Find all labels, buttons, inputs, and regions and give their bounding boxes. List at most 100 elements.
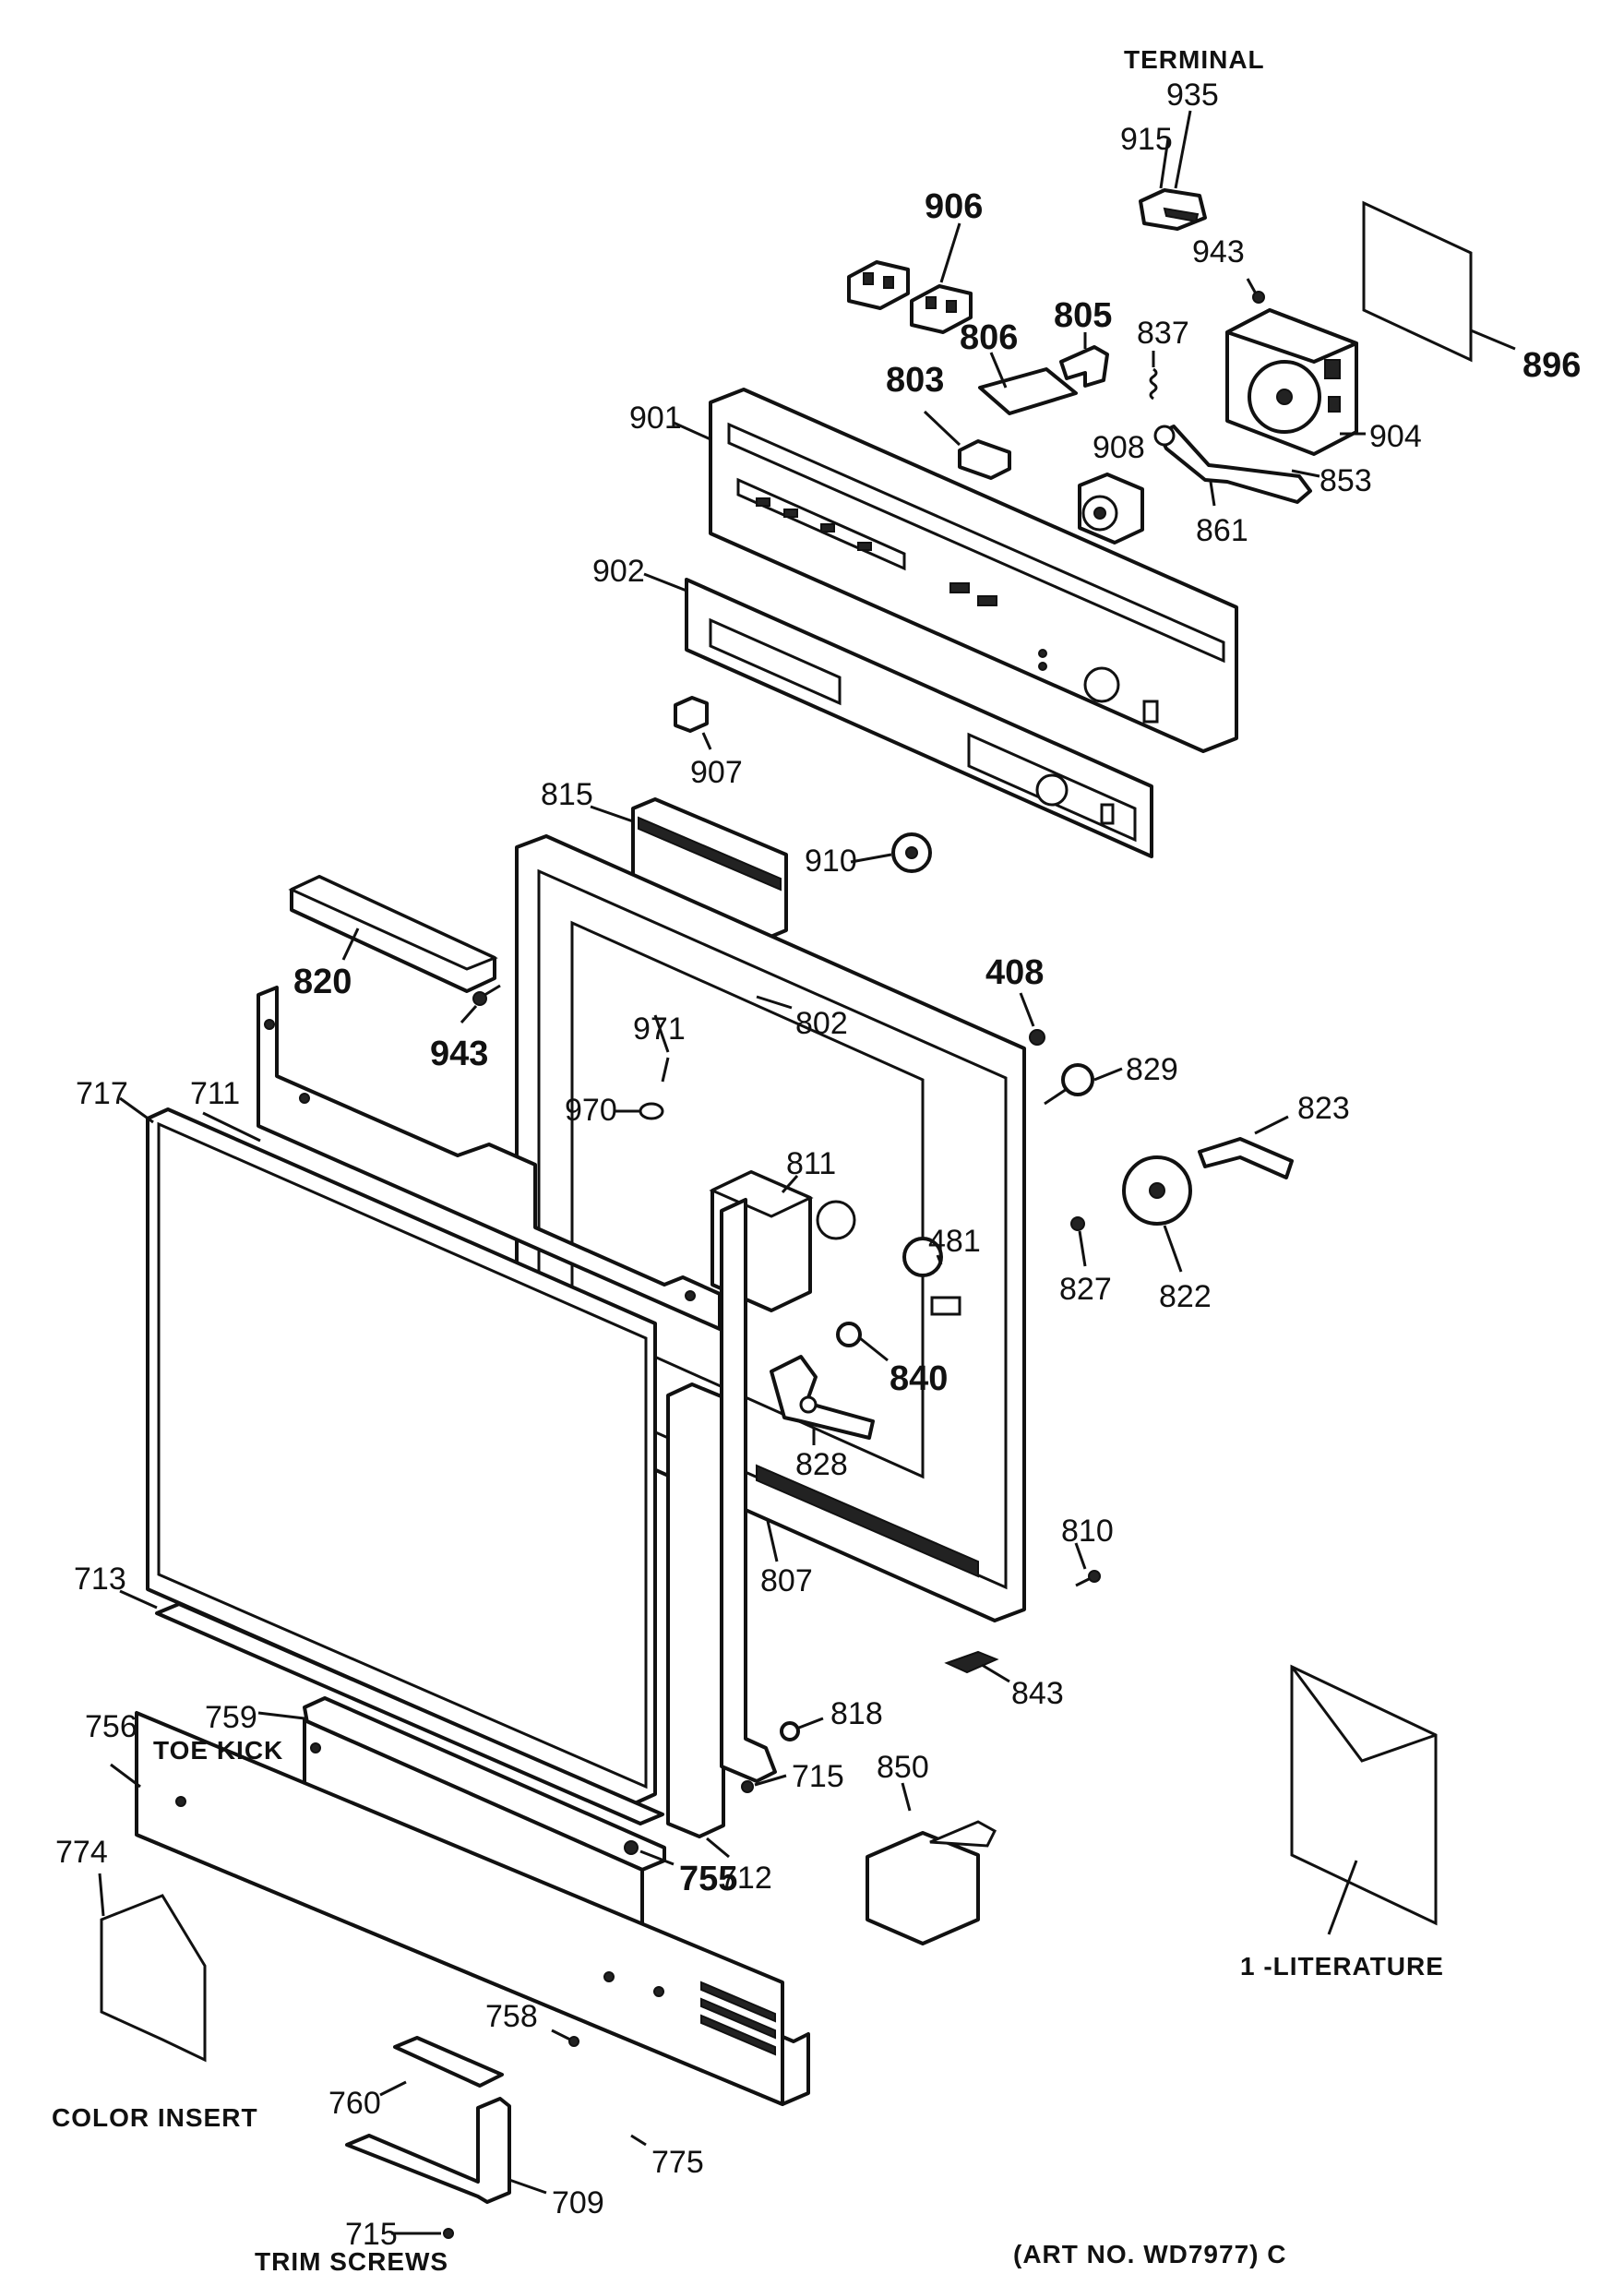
screw-827 xyxy=(1070,1216,1085,1231)
label-896: 896 xyxy=(1522,346,1581,385)
literature-envelope xyxy=(1290,1664,1438,1926)
label-837: 837 xyxy=(1137,316,1189,351)
leader-803 xyxy=(923,410,961,447)
screw-810 xyxy=(1075,1570,1101,1587)
actuator-861 xyxy=(1153,425,1312,504)
screw-943-mid xyxy=(472,984,501,1006)
screw-715a xyxy=(741,1780,754,1793)
leader-827 xyxy=(1078,1230,1087,1267)
label-481: 481 xyxy=(928,1224,981,1259)
leader-820 xyxy=(341,928,360,961)
label-terminal: TERMINAL xyxy=(1124,45,1265,74)
label-915: 915 xyxy=(1120,122,1173,157)
screw-755 xyxy=(624,1840,639,1855)
label-853: 853 xyxy=(1320,463,1372,498)
leader-823 xyxy=(1254,1115,1289,1135)
label-908: 908 xyxy=(1093,430,1145,465)
leader-806 xyxy=(989,352,1008,389)
bracket-805 xyxy=(1059,345,1109,388)
label-805: 805 xyxy=(1054,296,1112,335)
card-896 xyxy=(1362,200,1473,363)
leader-896 xyxy=(1470,329,1516,351)
leader-901 xyxy=(673,421,711,441)
toe-kick-756 xyxy=(135,1711,810,2106)
plate-806 xyxy=(978,367,1078,415)
lever-823 xyxy=(1198,1137,1294,1179)
label-840: 840 xyxy=(890,1359,948,1398)
leader-850 xyxy=(901,1782,912,1812)
bracket-850 xyxy=(866,1820,997,1945)
label-828: 828 xyxy=(795,1447,848,1482)
part-971 xyxy=(661,1057,670,1083)
part-970 xyxy=(639,1102,664,1120)
label-trim-screws: TRIM SCREWS xyxy=(255,2247,448,2274)
part-481 xyxy=(902,1237,961,1316)
leader-713 xyxy=(119,1589,158,1610)
leader-840 xyxy=(859,1336,889,1362)
leader-915 xyxy=(1159,138,1170,189)
label-774: 774 xyxy=(55,1835,108,1870)
leader-902 xyxy=(643,572,687,592)
blower-908 xyxy=(1078,473,1144,545)
timer-904 xyxy=(1225,308,1358,456)
label-827: 827 xyxy=(1059,1272,1112,1307)
leader-910 xyxy=(850,853,892,864)
label-829: 829 xyxy=(1126,1052,1178,1087)
label-810: 810 xyxy=(1061,1514,1114,1549)
label-709: 709 xyxy=(552,2185,604,2220)
screw-943-top xyxy=(1246,278,1265,304)
leader-408 xyxy=(1019,992,1035,1027)
part-818 xyxy=(780,1721,800,1741)
screw-408 xyxy=(1029,1029,1045,1046)
label-906: 906 xyxy=(925,187,983,226)
leader-818 xyxy=(798,1717,824,1729)
label-907: 907 xyxy=(690,755,743,790)
leader-literature xyxy=(1327,1860,1358,1935)
label-943a: 943 xyxy=(1192,234,1245,269)
label-815: 815 xyxy=(541,777,593,812)
leader-853 xyxy=(1291,469,1320,478)
label-807: 807 xyxy=(760,1563,813,1598)
leader-843 xyxy=(981,1663,1010,1683)
label-760: 760 xyxy=(328,2086,381,2121)
bracket-760 xyxy=(393,2036,504,2088)
trim-713 xyxy=(155,1602,664,1825)
leader-481 xyxy=(936,1254,943,1265)
spring-837 xyxy=(1149,367,1158,401)
label-755-visible: 755 xyxy=(679,1860,737,1898)
label-811: 811 xyxy=(786,1146,836,1181)
label-943b: 943 xyxy=(430,1035,488,1073)
label-850: 850 xyxy=(877,1750,929,1785)
label-904: 904 xyxy=(1369,419,1422,454)
label-818: 818 xyxy=(830,1696,883,1731)
label-902: 902 xyxy=(592,554,645,589)
label-literature: 1 -LITERATURE xyxy=(1240,1952,1444,1981)
leader-715a xyxy=(754,1774,787,1787)
leader-822 xyxy=(1163,1225,1183,1273)
screw-715b xyxy=(443,2228,454,2239)
label-art-no: (ART NO. WD7977) C xyxy=(1013,2240,1286,2268)
label-775: 775 xyxy=(651,2145,704,2180)
label-861: 861 xyxy=(1196,513,1248,548)
leader-755 xyxy=(639,1849,675,1866)
leader-811 xyxy=(781,1175,799,1193)
leader-802 xyxy=(756,995,793,1010)
switch-906-a xyxy=(847,260,910,310)
screw-775 xyxy=(630,2134,647,2147)
knob-829 xyxy=(1044,1063,1094,1106)
leader-756 xyxy=(110,1763,141,1789)
label-803: 803 xyxy=(886,361,944,400)
label-901: 901 xyxy=(629,401,682,436)
label-971: 971 xyxy=(633,1011,686,1047)
label-717: 717 xyxy=(76,1076,128,1111)
switch-906-b xyxy=(910,284,973,334)
label-806: 806 xyxy=(960,318,1018,357)
dial-822 xyxy=(1122,1155,1192,1226)
control-panel-901 xyxy=(709,388,1238,753)
label-822: 822 xyxy=(1159,1279,1212,1314)
label-toe-kick: TOE KICK xyxy=(153,1736,283,1765)
latch-828 xyxy=(770,1355,875,1440)
leader-807 xyxy=(766,1520,779,1562)
leader-943b xyxy=(460,1005,478,1023)
label-color-insert: COLOR INSERT xyxy=(52,2103,258,2132)
